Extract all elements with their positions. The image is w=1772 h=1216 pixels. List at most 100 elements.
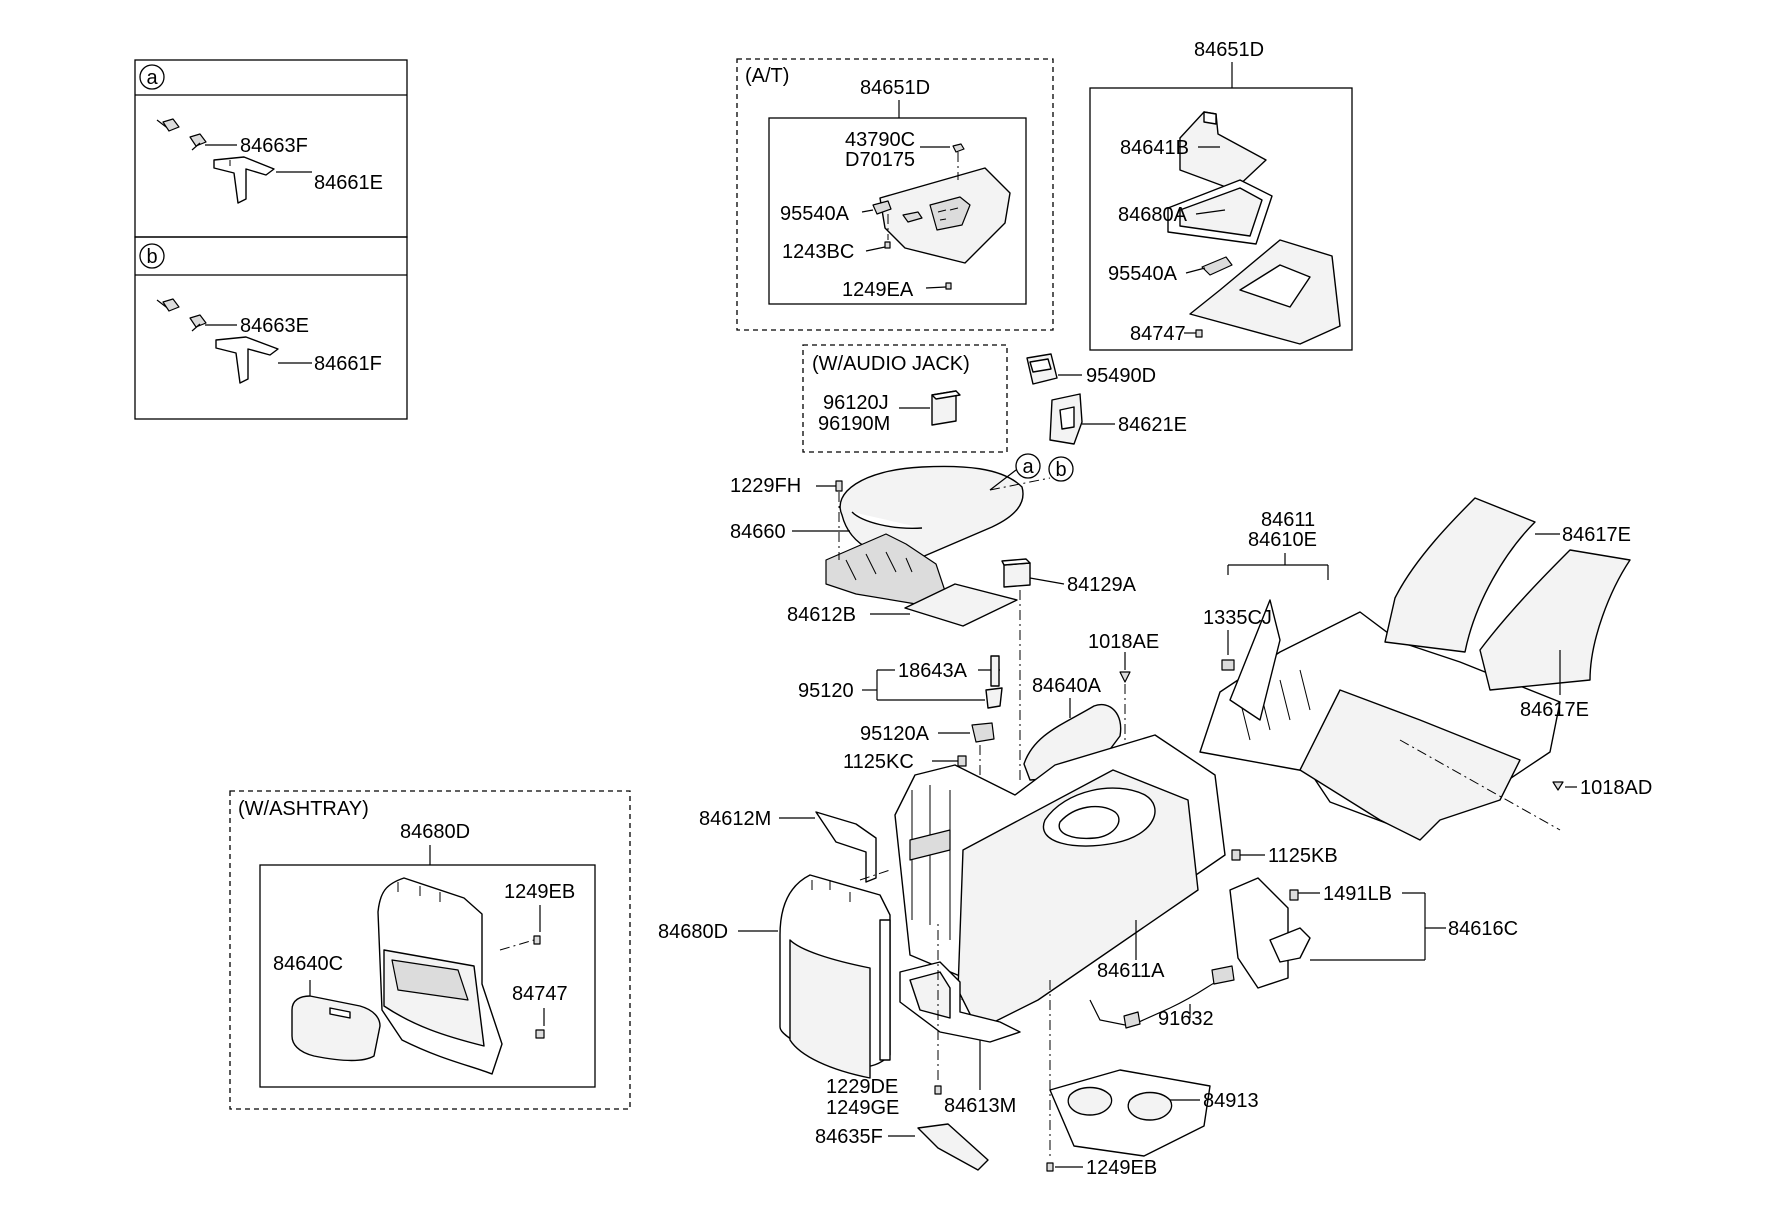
clip-84635F [917,1123,989,1171]
screw-part [1046,1162,1054,1172]
label-1018AE: 1018AE [1088,631,1159,653]
clip-part [213,156,275,204]
label-D70175: D70175 [845,149,915,171]
part-95120 [985,687,1003,709]
screw-part [835,480,843,492]
screw-part [533,935,541,945]
label-84663E: 84663E [240,315,309,337]
label-84617E-lower: 84617E [1520,699,1589,721]
manual-shifter-box: 84651D 84641B 84680A 95540A 84747 [1089,39,1353,351]
console-frame-84611 [1199,599,1561,841]
label-1229DE: 1229DE [826,1076,898,1098]
cupholder-84913 [1049,1069,1211,1157]
label-1249EB-main: 1249EB [1086,1157,1157,1179]
fastener-part [535,1029,545,1039]
inset-box-b: b 84663E 84661F [134,236,408,420]
label-1243BC: 1243BC [782,241,854,263]
label-96120J: 96120J [823,392,889,414]
label-84660: 84660 [730,521,786,543]
pad-84617E-lower [1479,549,1631,691]
label-95120: 95120 [798,680,854,702]
screw-part [1119,671,1131,683]
inset-box-a: a 84663F 84661E [134,59,408,238]
label-84617E-upper: 84617E [1562,524,1631,546]
clip-part [1201,256,1233,276]
label-84635F: 84635F [815,1126,883,1148]
shift-boot [1179,111,1267,191]
at-heading: (A/T) [745,65,789,87]
armrest-84660 [825,465,1024,605]
fastener-part [1195,329,1203,338]
shift-panel [1189,239,1341,345]
label-1125KC: 1125KC [843,751,914,773]
label-1125KB: 1125KB [1268,845,1338,867]
shift-bezel [1167,179,1273,245]
pad-84612B [904,583,1018,627]
part-95120A [971,722,995,743]
harness-91632 [1089,965,1235,1029]
label-84612M: 84612M [699,808,771,830]
circle-ref-a-main: a [1022,456,1034,478]
bracket-84612M [815,811,877,883]
label-84651D-at: 84651D [860,77,930,99]
label-96190M: 96190M [818,413,890,435]
label-84611: 84611 [1261,509,1315,531]
bracket-84613M [899,961,1021,1043]
label-84680A: 84680A [1118,204,1188,226]
part-84129A [1003,562,1031,588]
rear-panel-84680D [779,874,891,1079]
clip-part [1221,659,1235,671]
label-1249EB-ashtray: 1249EB [504,881,575,903]
label-84612B: 84612B [787,604,856,626]
label-84661E: 84661E [314,172,383,194]
pad-84617E-upper [1384,497,1536,653]
label-1491LB: 1491LB [1323,883,1392,905]
label-95120A: 95120A [860,723,930,745]
label-84616C: 84616C [1448,918,1518,940]
ashtray-panel [377,877,503,1075]
ashtray-heading: (W/ASHTRAY) [238,798,369,820]
label-84651D-manual: 84651D [1194,39,1264,61]
switch-95490D [1026,353,1058,385]
bracket-84616C [1229,877,1311,989]
label-84680D-ashtray: 84680D [400,821,470,843]
screw-part [1289,889,1299,901]
audio-jack-box: (W/AUDIO JACK) 96120J 96190M [802,344,1008,453]
bulb-part [952,143,965,153]
label-18643A: 18643A [898,660,968,682]
spring-part [156,118,207,151]
circle-ref-b: b [146,246,157,268]
label-95540A-manual: 95540A [1108,263,1178,285]
label-95540A-at: 95540A [780,203,850,225]
clip-part [215,336,279,384]
label-84611A: 84611A [1097,960,1165,982]
screw-part [945,282,952,290]
spring-part [156,298,207,332]
label-84663F: 84663F [240,135,308,157]
garnish-84621E [1049,393,1083,445]
screw-part [884,241,891,249]
shift-indicator-plate [879,167,1011,264]
console-body-84611A [894,734,1226,1031]
automatic-transmission-box: (A/T) 84651D 43790C D70175 95540A 1243BC… [736,58,1054,331]
clip-part [872,200,892,215]
label-84747-ashtray: 84747 [512,983,568,1005]
label-1249EA: 1249EA [842,279,914,301]
screw-part [934,1085,942,1095]
ashtray-box: (W/ASHTRAY) 84680D 84640C 1249EB 84747 [229,790,631,1110]
label-84640C: 84640C [273,953,343,975]
label-43790C: 43790C [845,129,915,151]
label-1229FH: 1229FH [730,475,801,497]
label-84610E: 84610E [1248,529,1317,551]
label-84913: 84913 [1203,1090,1259,1112]
ashtray-84640C [291,995,381,1062]
label-84641B: 84641B [1120,137,1189,159]
label-84621E: 84621E [1118,414,1187,436]
label-84129A: 84129A [1067,574,1137,596]
label-91632: 91632 [1158,1008,1214,1030]
label-95490D: 95490D [1086,365,1156,387]
audio-heading: (W/AUDIO JACK) [812,353,970,375]
screw-part [1552,781,1564,791]
circle-ref-b-main: b [1055,459,1066,481]
